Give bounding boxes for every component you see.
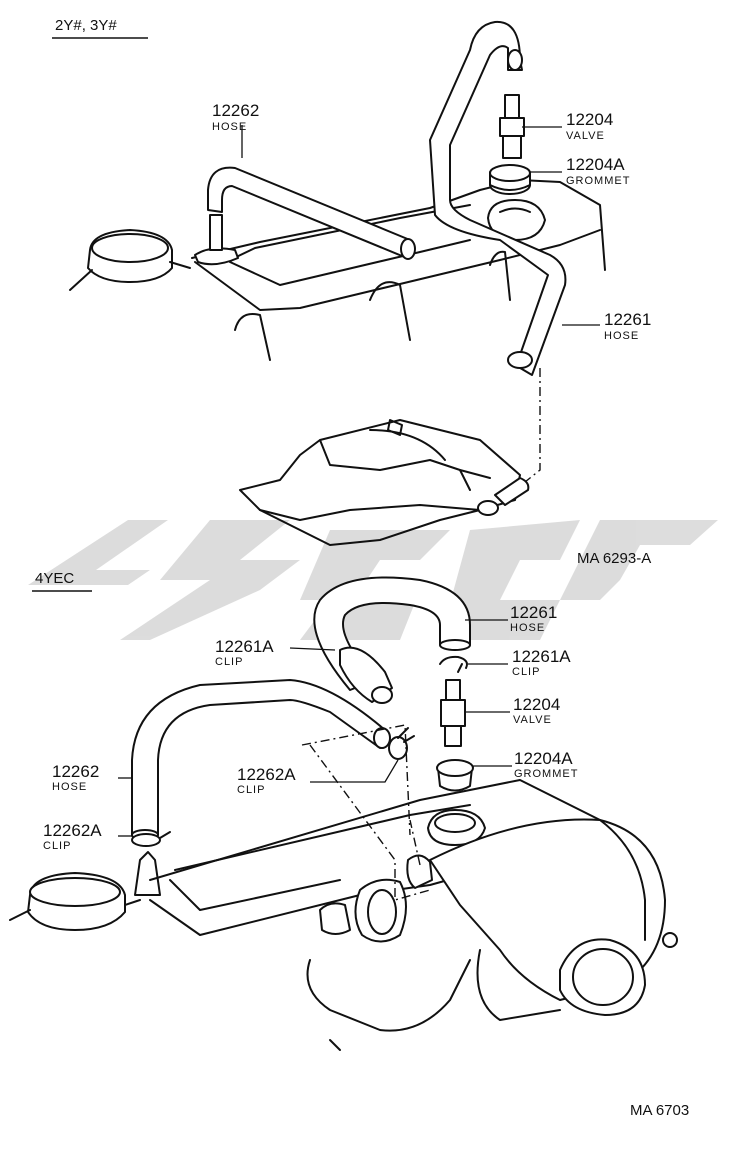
grommet-12204a-top [489,164,531,195]
bottom-engine [9,779,678,1051]
oil-filler-cap-top [69,229,191,291]
label-desc-clip-12261a-left: CLIP [215,656,243,668]
intake-manifold-top [239,419,530,546]
oil-filler-cap-bottom [9,872,141,931]
label-num-12262a-lower: 12262A [43,821,102,840]
label-desc-valve-12204-bottom: VALVE [513,714,552,726]
label-desc-clip-12262a-mid: CLIP [237,784,265,796]
label-desc-grommet-12204a-bottom: GROMMET [514,768,578,780]
label-num-12261a-left: 12261A [215,637,274,656]
hose-12262-bottom [131,679,386,836]
label-num-12262a-mid: 12262A [237,765,296,784]
label-desc-valve-12204-top: VALVE [566,130,605,142]
label-num-12261a-right: 12261A [512,647,571,666]
label-num-12204a-bottom: 12204A [514,749,573,768]
label-desc-hose-12261-top: HOSE [604,330,639,342]
figure-code-top: MA 6293-A [577,550,651,567]
hose-12262-top [207,166,415,259]
label-num-12261-bottom: 12261 [510,603,557,622]
section-title-bottom: 4YEC [35,570,74,587]
hose-12261-top [429,20,567,376]
clip-12262a-lower [131,831,171,847]
label-desc-hose-12262-top: HOSE [212,121,247,133]
valve-12204-bottom [440,679,466,747]
label-num-12261-top: 12261 [604,310,651,329]
top-engine [69,179,606,361]
label-num-12262-top: 12262 [212,101,259,120]
grommet-12204a-bottom [436,759,474,792]
label-desc-clip-12261a-right: CLIP [512,666,540,678]
label-num-12204-top: 12204 [566,110,613,129]
label-desc-hose-12261-bottom: HOSE [510,622,545,634]
figure-code-bottom: MA 6703 [630,1102,689,1119]
label-desc-grommet-12204a-top: GROMMET [566,175,630,187]
clip-12261a-right [439,655,468,673]
label-num-12204-bottom: 12204 [513,695,560,714]
label-num-12262-bottom: 12262 [52,762,99,781]
label-desc-clip-12262a-lower: CLIP [43,840,71,852]
valve-12204-top [499,94,525,159]
label-desc-hose-12262-bottom: HOSE [52,781,87,793]
label-num-12204a-top: 12204A [566,155,625,174]
section-title-top: 2Y#, 3Y# [55,17,117,34]
clip-12262a-mid [388,727,415,760]
